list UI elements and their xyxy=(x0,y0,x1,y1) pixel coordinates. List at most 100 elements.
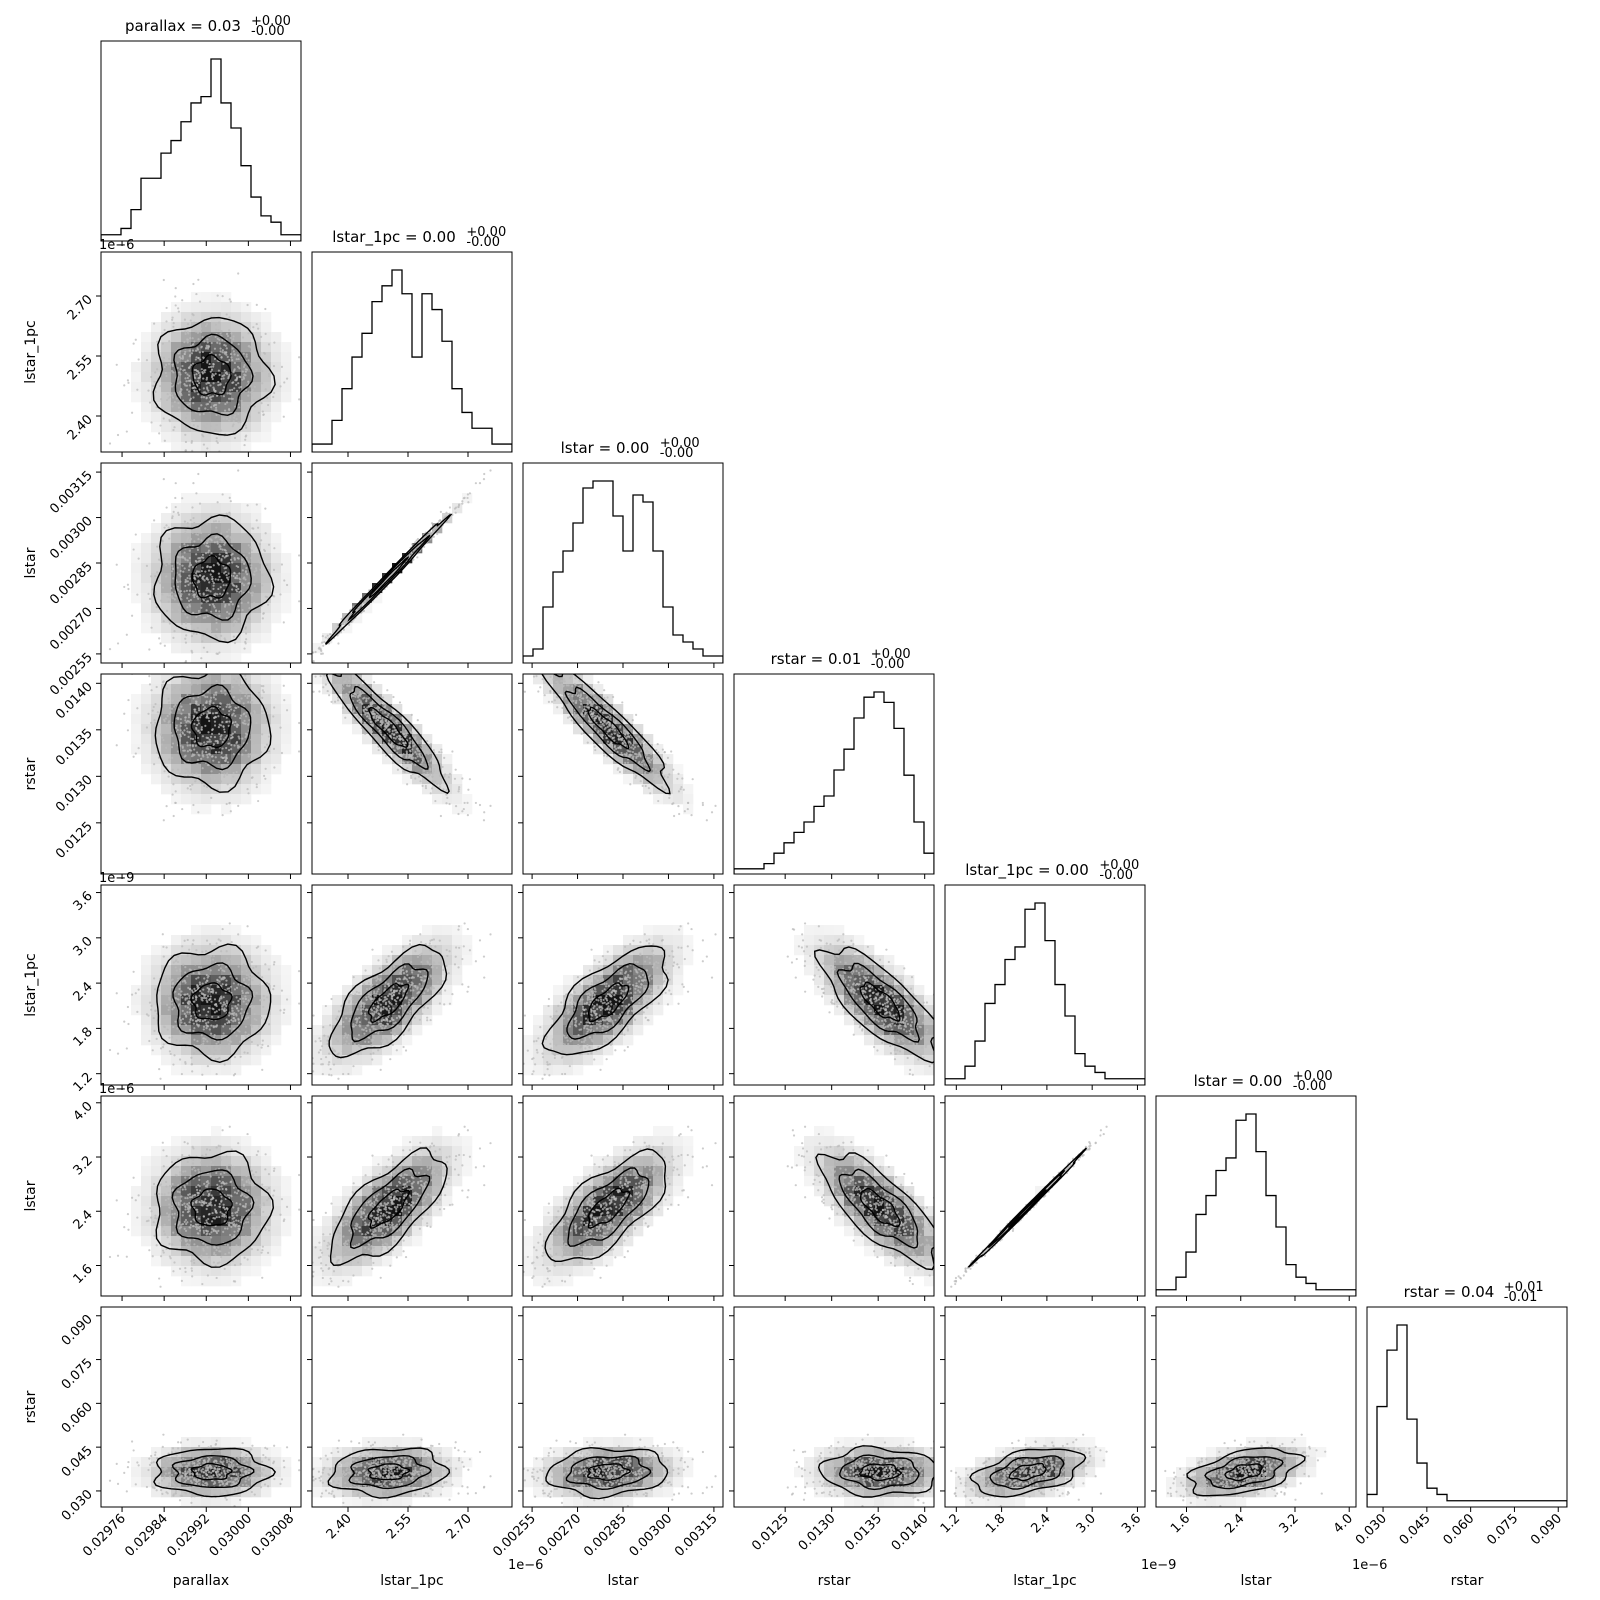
sample-point xyxy=(257,559,260,562)
sample-point xyxy=(219,737,222,741)
sample-point xyxy=(342,622,345,626)
sample-point xyxy=(215,628,218,631)
sample-point xyxy=(637,755,640,758)
sample-point xyxy=(212,743,216,746)
sample-point xyxy=(467,788,470,791)
density-bin xyxy=(271,583,282,594)
sample-point xyxy=(233,678,236,681)
sample-point xyxy=(232,753,235,756)
sample-point xyxy=(179,575,182,578)
sample-point xyxy=(424,787,428,790)
sample-point xyxy=(418,750,421,753)
sample-point xyxy=(214,389,217,393)
sample-point xyxy=(208,719,211,723)
sample-point xyxy=(193,740,196,743)
sample-point xyxy=(265,743,269,746)
sample-point xyxy=(613,732,616,735)
sample-point xyxy=(206,715,209,718)
sample-point xyxy=(586,741,589,744)
sample-point xyxy=(231,735,234,739)
density-bin xyxy=(241,593,252,604)
sample-point xyxy=(474,482,477,485)
sample-point xyxy=(400,753,403,756)
sample-point xyxy=(614,747,618,750)
sample-point xyxy=(354,695,357,698)
density-bin xyxy=(151,674,162,685)
sample-point xyxy=(179,580,182,583)
sample-point xyxy=(168,758,171,761)
sample-point xyxy=(259,736,262,739)
sample-point xyxy=(230,356,233,359)
sample-point xyxy=(229,705,232,708)
density-bin xyxy=(261,1045,272,1056)
sample-point xyxy=(523,690,527,693)
sample-point xyxy=(210,376,214,379)
sample-point xyxy=(347,679,351,683)
sample-point xyxy=(159,599,163,602)
sample-point xyxy=(188,577,192,580)
sample-point xyxy=(209,590,212,593)
density-bin xyxy=(251,995,262,1006)
sample-point xyxy=(653,773,656,776)
sample-point xyxy=(609,735,612,738)
density-bin xyxy=(151,342,162,353)
density-bin xyxy=(211,784,222,795)
sample-point xyxy=(209,630,212,633)
density-bin xyxy=(231,995,242,1006)
sample-point xyxy=(627,732,630,735)
sample-point xyxy=(391,710,395,713)
sample-point xyxy=(201,566,204,569)
sample-point xyxy=(171,316,174,319)
sample-point xyxy=(210,696,213,699)
sample-point xyxy=(261,733,264,736)
sample-point xyxy=(227,572,230,575)
density-bin xyxy=(231,1055,242,1066)
sample-point xyxy=(445,789,448,792)
sample-point xyxy=(134,338,137,341)
sample-point xyxy=(535,675,538,678)
density-bin xyxy=(141,603,152,614)
sample-point xyxy=(223,730,226,734)
sample-point xyxy=(203,741,206,744)
density-bin xyxy=(171,382,182,393)
sample-point xyxy=(192,544,195,547)
sample-point xyxy=(162,739,165,742)
sample-point xyxy=(197,703,201,706)
sample-point xyxy=(409,740,412,743)
sample-point xyxy=(196,736,200,740)
sample-point xyxy=(231,359,234,362)
density-bin xyxy=(181,1015,192,1026)
sample-point xyxy=(193,628,196,631)
sample-point xyxy=(595,706,598,710)
density-bin xyxy=(131,724,142,735)
sample-point xyxy=(179,729,182,732)
sample-point xyxy=(137,747,140,750)
sample-point xyxy=(377,748,380,752)
sample-point xyxy=(438,750,441,754)
density-bin xyxy=(211,392,222,403)
sample-point xyxy=(207,747,210,750)
density-bin xyxy=(211,754,222,765)
sample-point xyxy=(225,753,228,757)
sample-point xyxy=(225,573,228,577)
sample-point xyxy=(189,737,193,740)
density-bin xyxy=(573,694,584,705)
sample-point xyxy=(168,558,171,561)
histogram-step xyxy=(734,691,934,874)
sample-point xyxy=(179,569,182,573)
sample-point xyxy=(184,360,187,363)
sample-point xyxy=(204,521,207,525)
density-bin xyxy=(231,784,242,795)
density-bin xyxy=(171,935,182,946)
sample-point xyxy=(235,585,238,588)
sample-point xyxy=(365,697,368,700)
sample-point xyxy=(226,554,229,557)
density-bin xyxy=(181,734,192,745)
density-bin xyxy=(151,694,162,705)
density-bin xyxy=(211,432,222,443)
sample-point xyxy=(386,724,389,727)
density-bin xyxy=(201,1055,212,1066)
sample-point xyxy=(262,548,266,551)
sample-point xyxy=(585,711,588,714)
sample-point xyxy=(219,547,222,551)
